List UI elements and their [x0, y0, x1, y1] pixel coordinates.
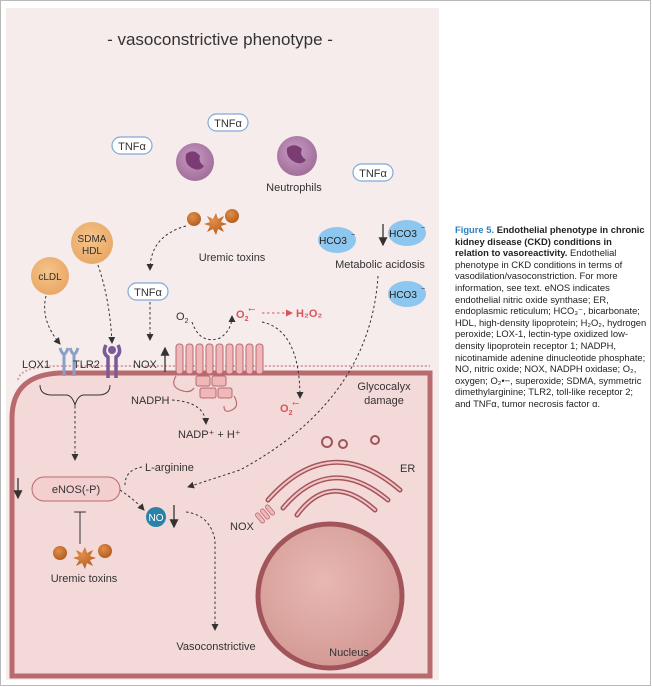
sdma-arrow [97, 264, 116, 344]
tnf-bubble: TNFα [111, 136, 153, 155]
uremic-toxins-label: Uremic toxins [199, 252, 266, 264]
hco3-bubble: HCO3 − [318, 227, 356, 253]
glycocalyx-label: Glycocalyx [357, 381, 411, 393]
svg-text:−: − [421, 286, 425, 293]
svg-text:cLDL: cLDL [38, 272, 62, 283]
nucleus-label: Nucleus [329, 647, 369, 659]
enos-to-no-arrow [119, 489, 145, 511]
nadph-label: NADPH [131, 395, 170, 407]
figure-title: Endothelial phenotype in chronic kidney … [455, 224, 645, 259]
tlr2-label: TLR2 [73, 359, 100, 371]
svg-text:TNFα: TNFα [134, 287, 162, 299]
hco3-bubble: HCO3 − [388, 220, 426, 246]
nox-tail [223, 395, 238, 412]
svg-text:NO: NO [149, 513, 164, 524]
svg-text:HCO3: HCO3 [389, 290, 417, 301]
figure-number: Figure 5. [455, 224, 495, 235]
nox-er-label: NOX [230, 521, 255, 533]
nox-complex-icon [175, 343, 264, 399]
no-molecule: NO [146, 507, 166, 527]
sdma-hdl-particle: SDMA HDL [71, 222, 113, 264]
vesicle [370, 435, 380, 445]
vasoconstrictive-label: Vasoconstrictive [176, 641, 255, 653]
svg-text:TNFα: TNFα [214, 118, 242, 130]
toxin-arrow [146, 225, 187, 271]
uremic-toxins-bottom-label: Uremic toxins [51, 573, 118, 585]
lox1-label: LOX1 [22, 359, 50, 371]
cldl-arrow [44, 295, 61, 345]
o2-label: O2 [176, 311, 189, 325]
svg-text:TNFα: TNFα [359, 168, 387, 180]
neutrophil-icon [176, 143, 214, 181]
figure-body: Endothelial phenotype in CKD conditions … [455, 247, 647, 409]
nox-label: NOX [133, 359, 158, 371]
damage-label: damage [364, 395, 404, 407]
superoxide-inner-label: O2•− [280, 401, 299, 417]
enos-box: eNOS(-P) [31, 476, 121, 502]
inhibition-line [74, 511, 86, 544]
nox-tail [173, 375, 195, 393]
svg-text:eNOS(-P): eNOS(-P) [52, 484, 100, 496]
tnf-bubble: TNFα [127, 282, 169, 301]
h2o2-label: H₂O₂ [296, 308, 322, 320]
nucleus-icon [255, 521, 405, 671]
metabolic-acidosis-label: Metabolic acidosis [335, 259, 425, 271]
svg-text:HCO3: HCO3 [389, 229, 417, 240]
diagram-title: - vasoconstrictive phenotype - [107, 30, 333, 49]
nadph-arrow [171, 399, 210, 425]
svg-text:HDL: HDL [82, 246, 102, 257]
acidosis-arrow [187, 275, 379, 489]
neutrophils-label: Neutrophils [266, 182, 322, 194]
lox1-receptor-icon [58, 347, 80, 376]
svg-text:TNFα: TNFα [118, 141, 146, 153]
receptor-bracket [39, 384, 111, 407]
er-label: ER [400, 463, 415, 475]
uremic-toxin-icon [53, 544, 112, 569]
superoxide-label: O2•− [236, 307, 255, 323]
figure-caption: Figure 5. Endothelial phenotype in chron… [455, 224, 647, 410]
vesicle [338, 439, 348, 449]
svg-text:−: − [421, 225, 425, 232]
hco3-bubble: HCO3 − [388, 281, 426, 307]
neutrophil-icon [277, 136, 317, 176]
uremic-toxin-icon [187, 209, 239, 235]
svg-text:−: − [351, 232, 355, 239]
o2-arrow [191, 315, 236, 341]
nox-er-icon [255, 504, 275, 524]
tnf-bubble: TNFα [352, 163, 394, 182]
vesicle [321, 436, 333, 448]
svg-text:HCO3: HCO3 [319, 236, 347, 247]
tlr2-receptor-icon [102, 344, 122, 378]
nadp-label: NADP⁺ + H⁺ [178, 429, 241, 441]
cldl-particle: cLDL [31, 257, 69, 295]
l-arginine-label: L-arginine [145, 462, 194, 474]
er-inner [267, 461, 401, 516]
tnf-bubble: TNFα [207, 113, 249, 132]
svg-text:SDMA: SDMA [78, 234, 107, 245]
